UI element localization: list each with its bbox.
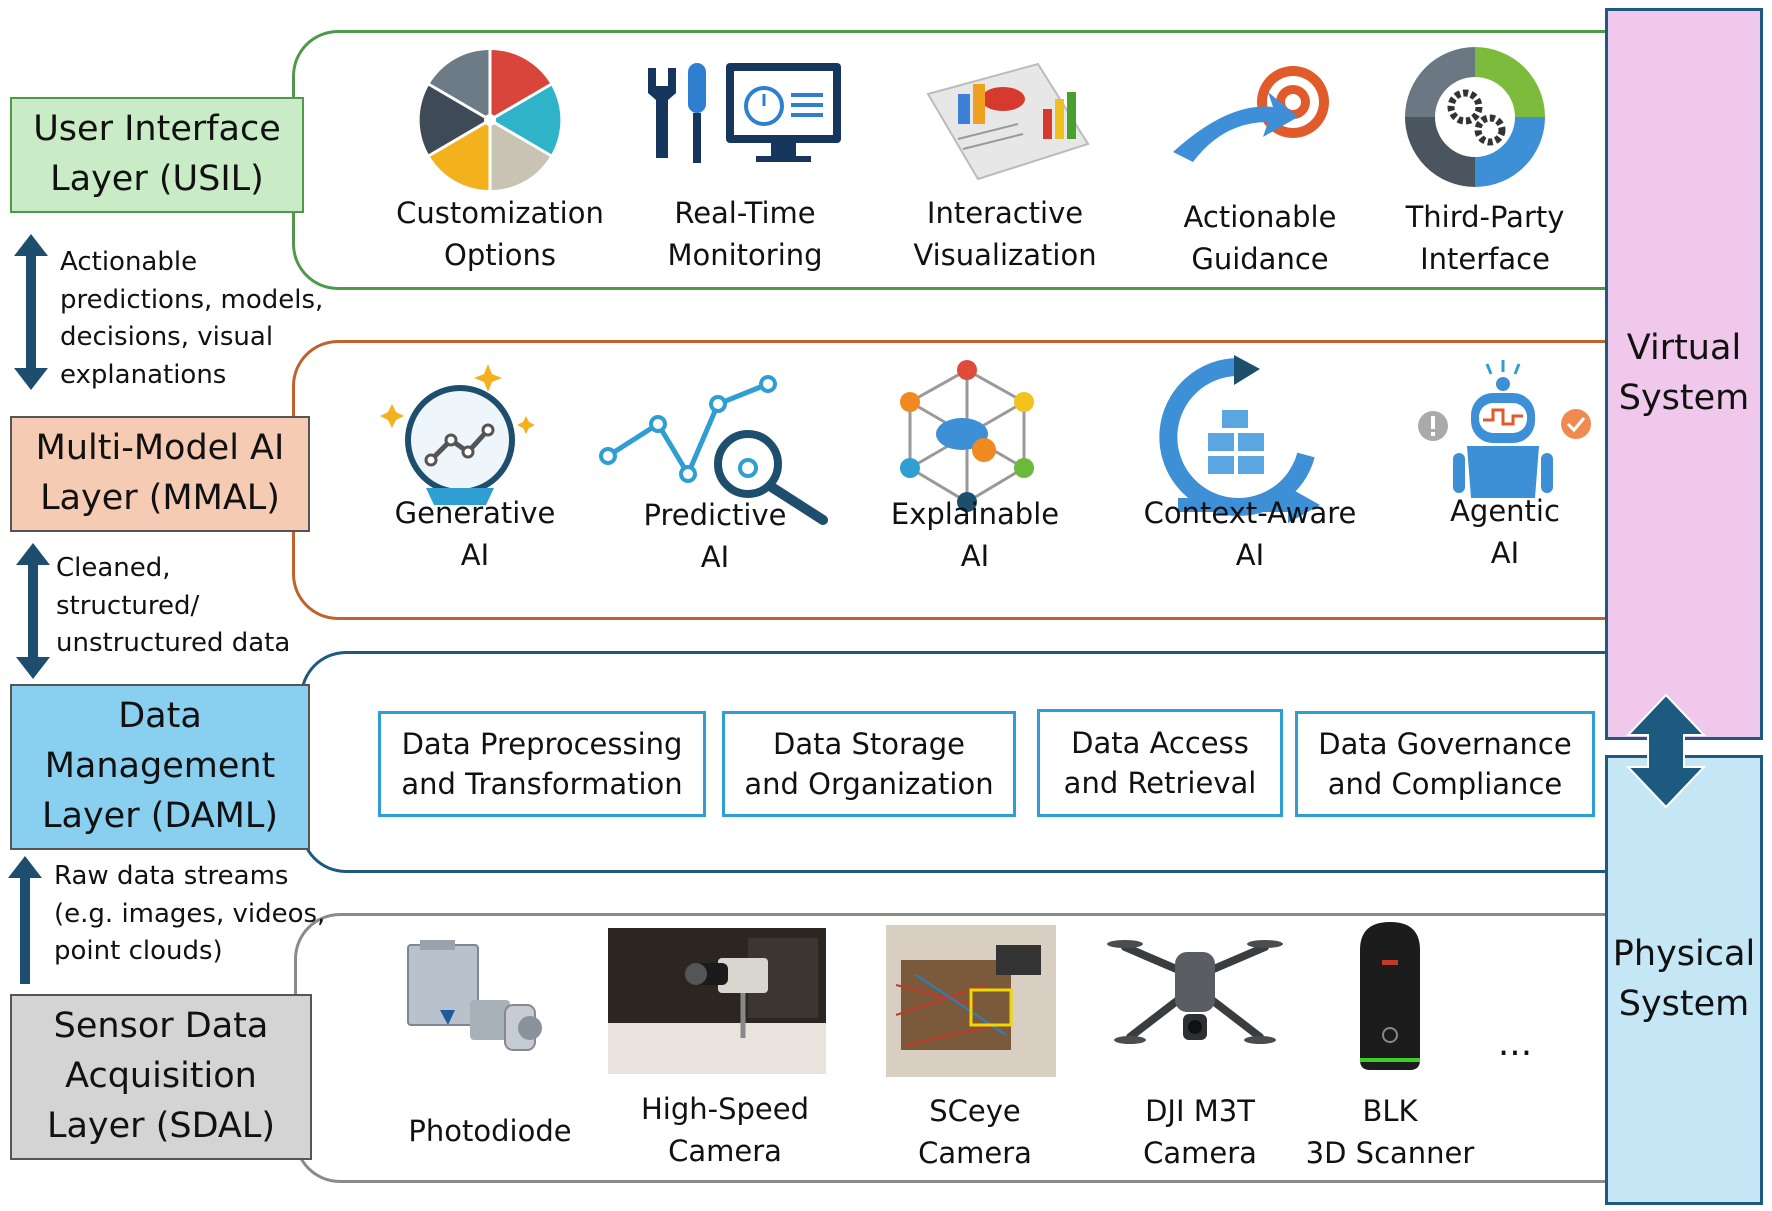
sdal-item-high-speed-camera: High-Speed Camera [640, 1092, 810, 1169]
cycle-boxes-icon [1159, 355, 1320, 523]
mmal-item-context-aware: Context-Aware AI [1143, 496, 1357, 573]
virtual-system: Virtual System [1605, 8, 1763, 740]
layer-usil: User Interface Layer (USIL) [10, 97, 304, 213]
drone-image [1107, 940, 1283, 1044]
sceye-camera-image [886, 925, 1056, 1077]
daml-item-preprocessing: Data Preprocessing and Transformation [378, 711, 706, 817]
mmal-item-agentic: Agentic AI [1450, 494, 1560, 571]
usil-item-visualization: Interactive Visualization [913, 196, 1097, 273]
report-charts-icon [926, 62, 1090, 181]
sdal-item-dji-camera: DJI M3T Camera [1143, 1094, 1257, 1171]
daml-item-access: Data Access and Retrieval [1037, 709, 1283, 817]
photodiode-image [407, 940, 542, 1051]
network-cloud-icon [900, 360, 1034, 512]
trend-magnifier-icon [599, 375, 828, 525]
daml-item-governance: Data Governance and Compliance [1295, 711, 1595, 817]
usil-item-third-party: Third-Party Interface [1405, 200, 1565, 277]
daml-item-storage: Data Storage and Organization [722, 711, 1016, 817]
bidirectional-arrow-2 [16, 543, 50, 679]
gears-cycle-icon [1405, 47, 1545, 187]
usil-item-customization: Customization Options [396, 196, 604, 273]
flow-text-2: Cleaned, structured/ unstructured data [56, 553, 291, 659]
sdal-item-blk-scanner: BLK 3D Scanner [1305, 1094, 1475, 1171]
sdal-item-photodiode: Photodiode [408, 1114, 572, 1148]
arrow-target-icon [1173, 66, 1329, 162]
physical-system: Physical System [1605, 755, 1763, 1205]
flow-text-1: Actionable predictions, models, decision… [60, 247, 324, 391]
sdal-item-sceye-camera: SCeye Camera [918, 1094, 1032, 1171]
usil-item-guidance: Actionable Guidance [1183, 200, 1337, 277]
usil-item-monitoring: Real-Time Monitoring [667, 196, 823, 273]
crystal-ball-icon [380, 364, 535, 505]
scanner-image [1360, 922, 1420, 1070]
mmal-item-generative: Generative AI [394, 496, 556, 573]
virtual-physical-arrow [1625, 693, 1707, 809]
high-speed-camera-image [608, 928, 826, 1074]
mmal-item-predictive: Predictive AI [643, 498, 787, 575]
mmal-item-explainable: Explainable AI [890, 497, 1060, 574]
tools-monitor-icon [648, 63, 841, 163]
up-arrow-3 [8, 856, 42, 984]
pie-wheel-icon [419, 45, 561, 195]
bidirectional-arrow-1 [14, 234, 48, 390]
layer-sdal: Sensor Data Acquisition Layer (SDAL) [10, 994, 312, 1160]
sdal-more-ellipsis: ... [1497, 1023, 1533, 1064]
layer-mmal: Multi-Model AI Layer (MMAL) [10, 416, 310, 532]
flow-text-3: Raw data streams (e.g. images, videos, p… [54, 861, 326, 967]
layer-daml: Data Management Layer (DAML) [10, 684, 310, 850]
robot-icon [1418, 360, 1591, 498]
